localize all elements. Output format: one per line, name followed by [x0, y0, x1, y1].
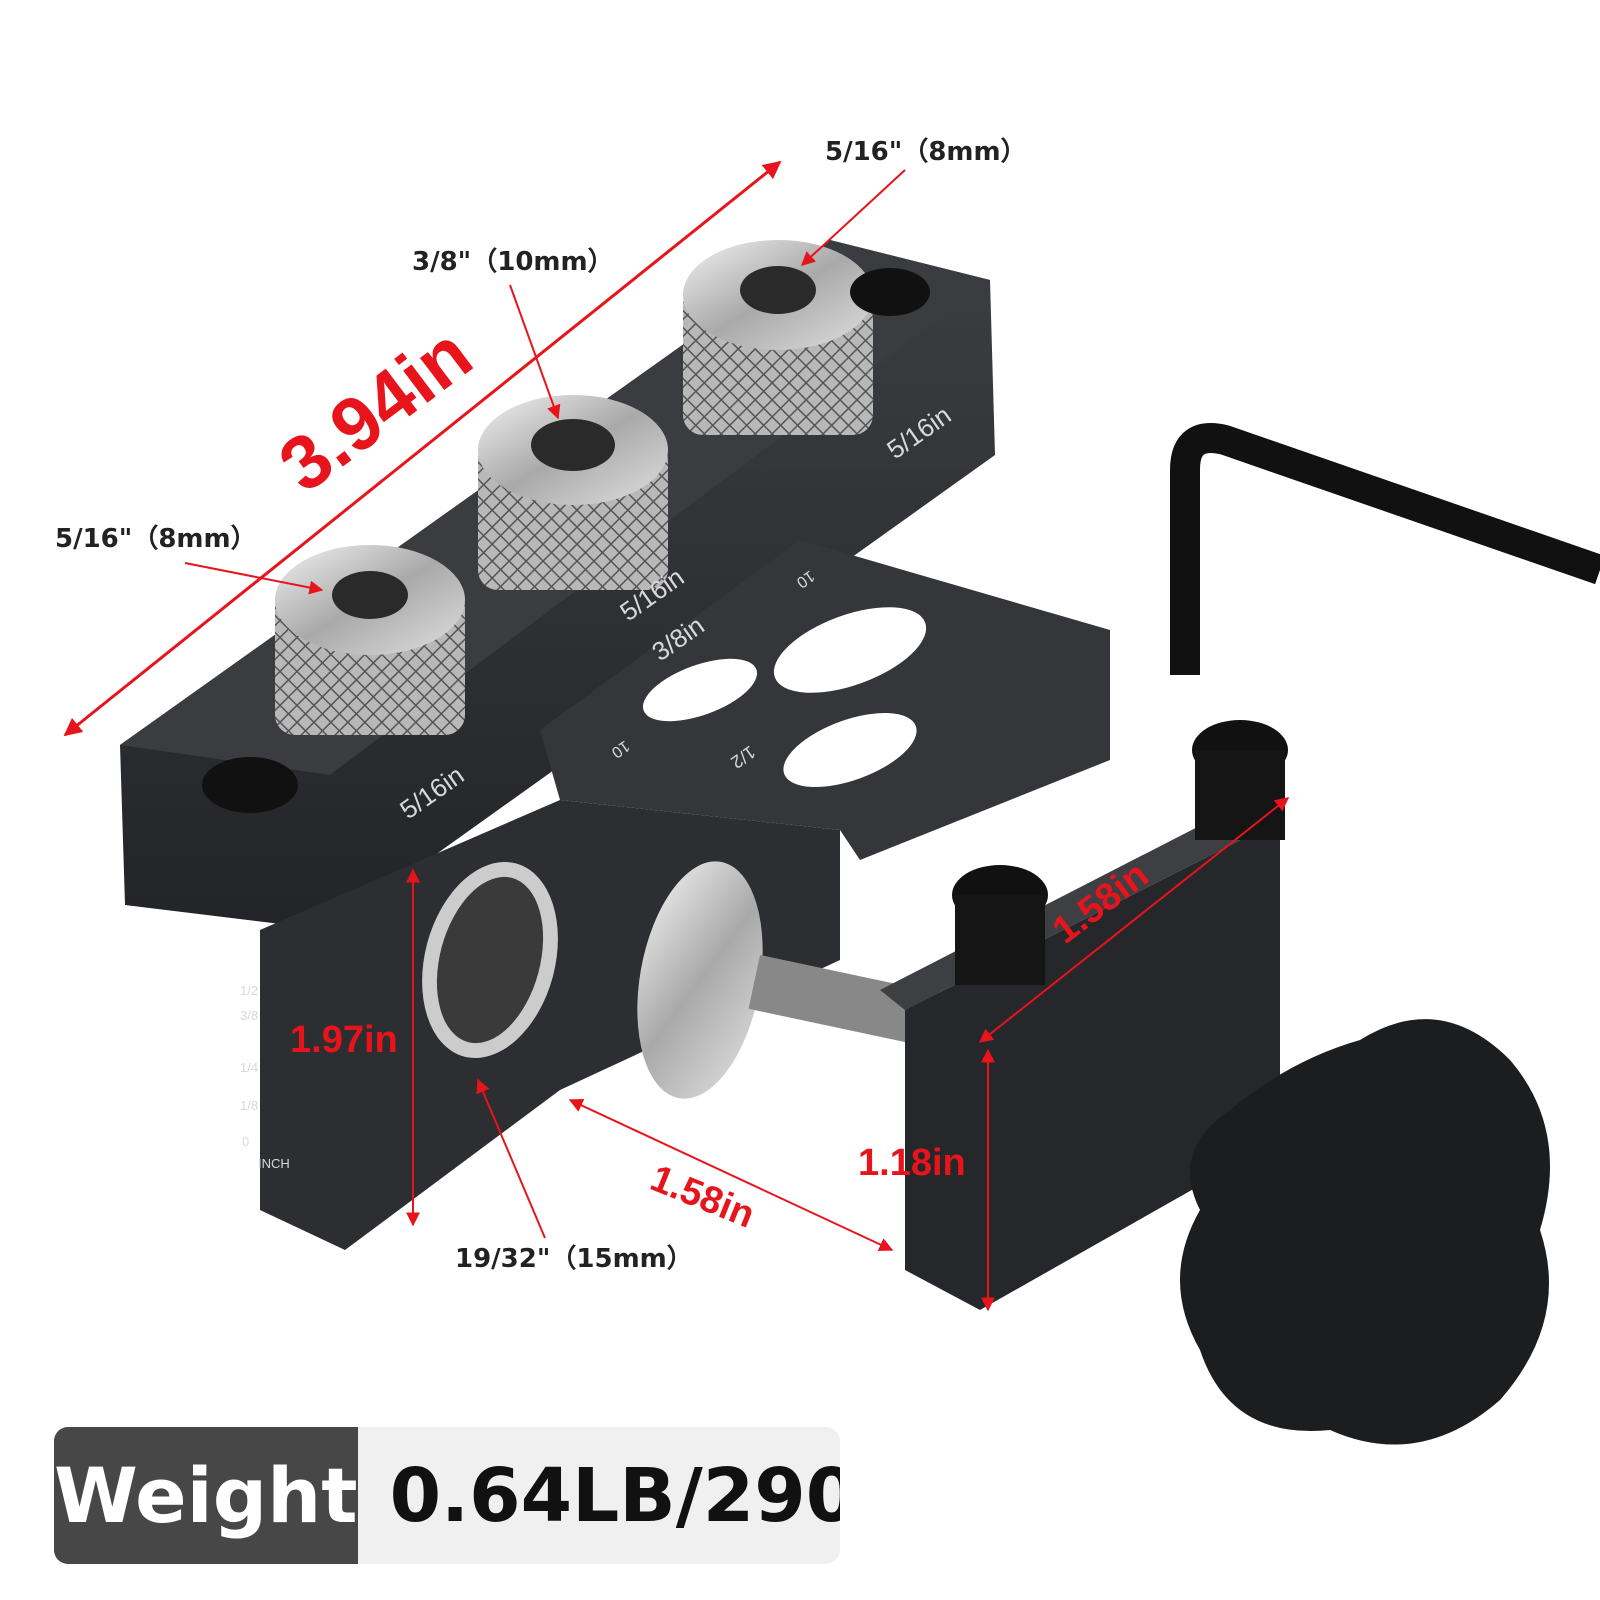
callout-bore: 19/32"（15mm）	[455, 1244, 693, 1274]
length-dimension-line	[63, 160, 782, 737]
svg-text:0: 0	[242, 1134, 249, 1149]
weight-label: Weight	[54, 1427, 358, 1564]
bushing-middle	[478, 395, 668, 590]
gap-dimension-line	[568, 1098, 894, 1252]
washer	[637, 861, 763, 1099]
weight-value: 0.64LB/290g	[389, 1452, 840, 1539]
inch-scale: 1/2 3/8 1/4 1/8 0 INCH	[240, 983, 290, 1171]
callout-hole-middle: 3/8"（10mm）	[412, 247, 614, 277]
guide-plate	[540, 540, 1110, 860]
weight-badge: Weight 0.64LB/290g	[54, 1427, 840, 1564]
clamp-width-dimension-line	[978, 797, 1290, 1043]
dimension-height: 1.97in	[290, 1019, 398, 1061]
svg-text:1/2: 1/2	[240, 983, 258, 998]
svg-text:1/8: 1/8	[240, 1098, 258, 1113]
dimension-gap: 1.58in	[645, 1157, 761, 1236]
bushing-left	[275, 545, 465, 735]
svg-text:3/8: 3/8	[240, 1008, 258, 1023]
star-knob	[1180, 1019, 1550, 1445]
dimension-length: 3.94in	[264, 311, 487, 509]
callout-hole-left: 5/16"（8mm）	[55, 524, 257, 554]
callout-hole-top-right: 5/16"（8mm）	[825, 137, 1027, 167]
dimension-clamp-height: 1.18in	[858, 1142, 966, 1184]
hex-key	[1170, 423, 1600, 675]
bushing-right	[683, 240, 873, 435]
svg-text:INCH: INCH	[258, 1156, 290, 1171]
svg-text:1/4: 1/4	[240, 1060, 258, 1075]
